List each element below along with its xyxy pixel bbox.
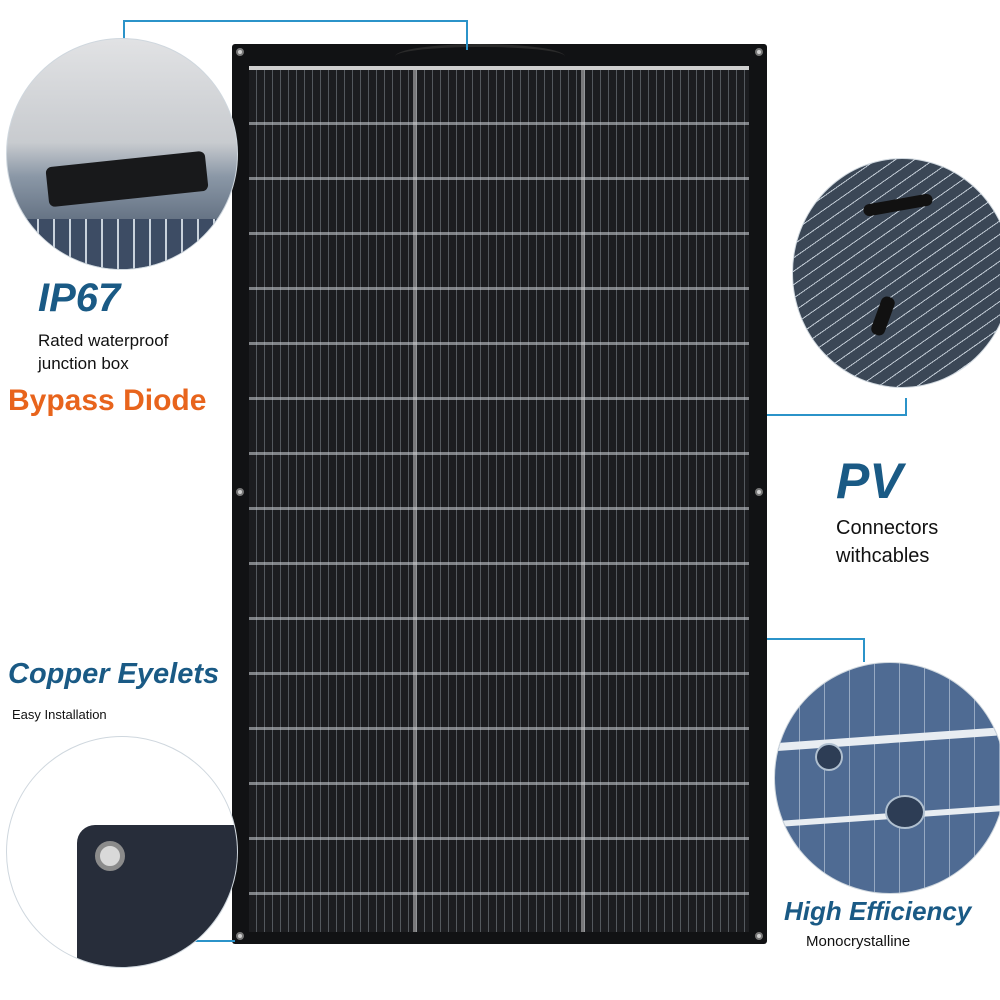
- ip67-desc-line1: Rated waterproof: [38, 331, 169, 350]
- water-drop-icon: [885, 795, 925, 829]
- panel-cells: [249, 70, 749, 932]
- eyelet-ring-icon: [95, 841, 125, 871]
- panel-divider-right: [581, 70, 585, 932]
- pv-desc-line1: Connectors: [836, 517, 939, 539]
- cable-icon: [862, 193, 934, 217]
- pv-title: PV: [836, 453, 903, 509]
- copper-eyelets-desc: Easy Installation: [12, 707, 107, 722]
- leader-line: [123, 20, 468, 22]
- copper-eyelet-photo: [6, 736, 238, 968]
- eyelet-icon: [755, 488, 763, 496]
- pv-desc-line2: withcables: [836, 545, 930, 567]
- leader-line: [767, 414, 907, 416]
- high-efficiency-desc: Monocrystalline: [806, 933, 911, 950]
- high-efficiency-title: High Efficiency: [784, 896, 972, 926]
- eyelet-icon: [236, 48, 244, 56]
- junction-cable: [395, 44, 565, 69]
- leader-line: [767, 638, 865, 640]
- junction-box-photo: [6, 38, 238, 270]
- water-drop-icon: [815, 743, 843, 771]
- ip67-title: IP67: [38, 276, 121, 320]
- leader-line: [863, 638, 865, 662]
- eyelet-icon: [755, 48, 763, 56]
- eyelet-icon: [236, 488, 244, 496]
- ip67-desc-line2: junction box: [38, 354, 129, 373]
- pv-connectors-photo: [792, 158, 1000, 388]
- junction-box-icon: [45, 150, 209, 208]
- panel-cells-icon: [7, 219, 237, 269]
- panel-divider-left: [413, 70, 417, 932]
- panel-top-strip: [249, 66, 749, 70]
- bypass-diode-label: Bypass Diode: [8, 384, 207, 417]
- busbar-icon: [775, 726, 1000, 752]
- eyelet-icon: [755, 932, 763, 940]
- leader-line: [905, 398, 907, 416]
- leader-line: [466, 20, 468, 50]
- copper-eyelets-title: Copper Eyelets: [8, 658, 220, 690]
- eyelet-icon: [236, 932, 244, 940]
- connector-icon: [869, 294, 897, 338]
- high-efficiency-photo: [774, 662, 1000, 894]
